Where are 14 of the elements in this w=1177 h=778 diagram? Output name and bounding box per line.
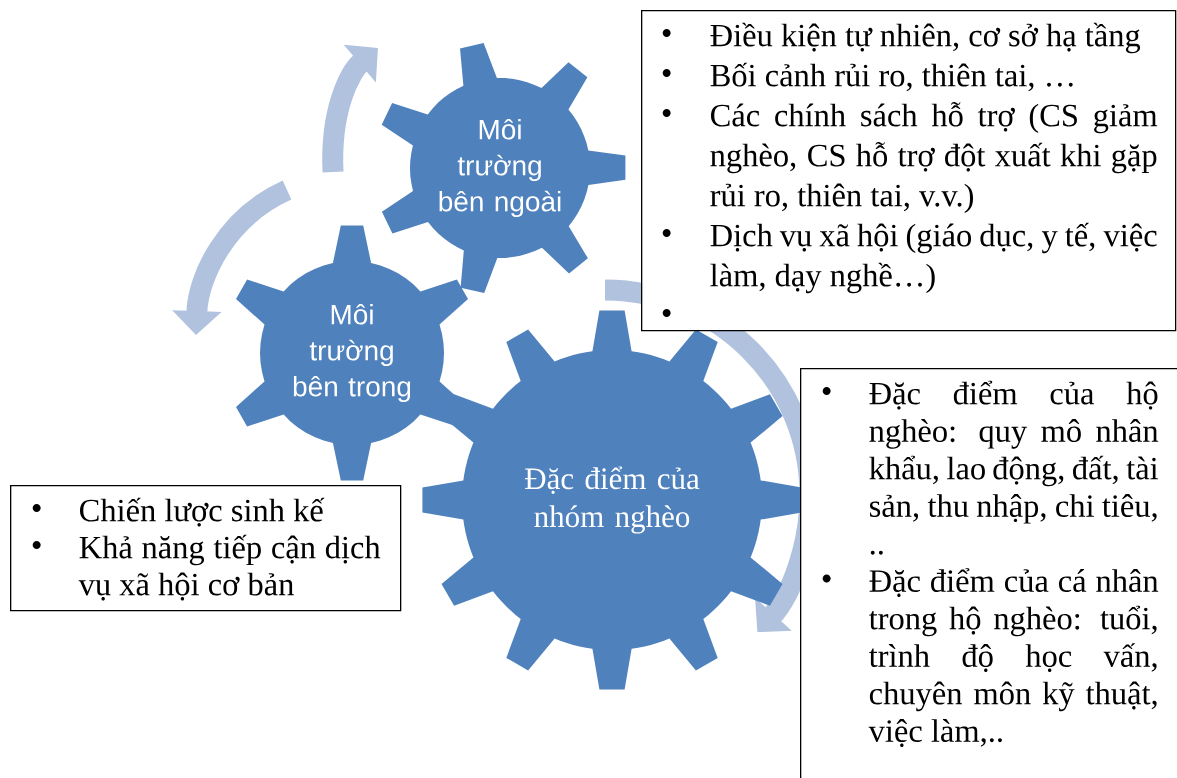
list-item: Bối cảnh rủi ro, thiên tai, … (662, 62, 1073, 92)
list-item: Điều kiện tự nhiên, cơ sở hạ tầng (662, 22, 1141, 54)
gear: Môi trường bên ngoài (381, 43, 626, 293)
list-item: Khả năng tiếp cận dịch vụ xã hội cơ bản (32, 534, 381, 601)
gear: Môi trường bên trong (236, 225, 468, 481)
text-box (800, 368, 1177, 778)
text-box (10, 485, 402, 612)
list-item: Đặc điểm của hộ nghèo: quy mô nhân khẩu, lao động, đất, tài sản, thu nhập, chi tiêu, .. (822, 380, 1159, 555)
list-item: Chiến lược sinh kế (32, 497, 325, 527)
gear: Đặc điểm của nhóm nghèo (422, 310, 802, 690)
list-item: Dịch vụ xã hội (giáo dục, y tế, việc làm, dạy nghề…) (662, 222, 1157, 294)
list-item: Đặc điểm của cá nhân trong hộ nghèo: tuổi, trình độ học vấn, chuyên môn kỹ thuật, việc làm,.. (822, 568, 1159, 748)
list-item: Các chính sách hỗ trợ (CS giảm nghèo, CS hỗ trợ đột xuất khi gặp rủi ro, thiên tai, v.v.) (662, 102, 1158, 214)
text-box (641, 10, 1177, 332)
